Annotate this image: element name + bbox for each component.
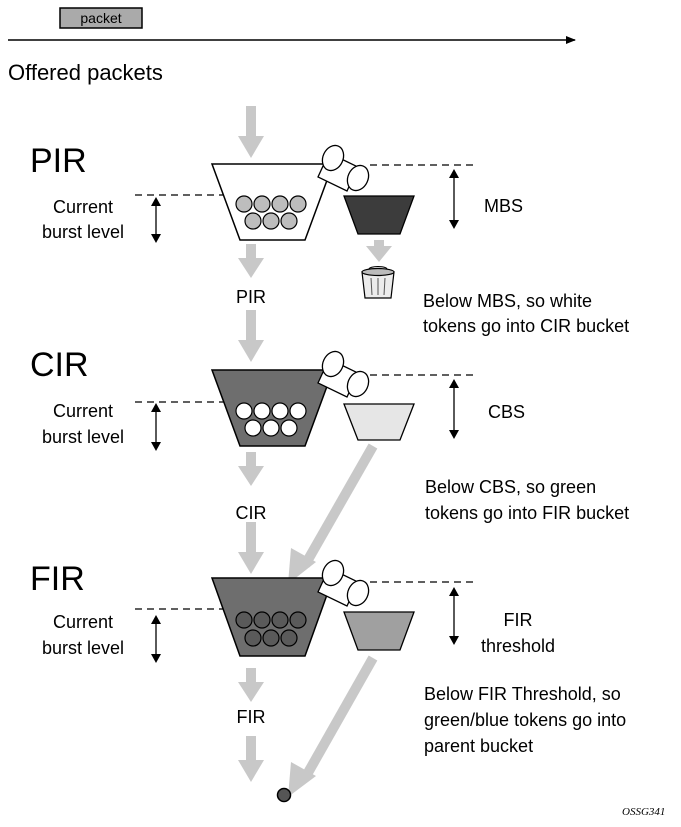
note-line-2: tokens go into CIR bucket — [423, 316, 629, 336]
fir-bucket-tokens — [235, 611, 307, 647]
output-label: PIR — [236, 287, 266, 307]
size-label-line1: FIR — [504, 610, 533, 630]
fir-token-bucket — [343, 611, 415, 651]
current-label-line1: Current — [53, 197, 113, 217]
token-tube-icon — [317, 559, 370, 607]
stage-title: PIR — [30, 142, 87, 180]
note-line-1: Below CBS, so green — [425, 477, 596, 497]
stage-title: FIR — [30, 560, 85, 598]
size-label: CBS — [488, 402, 525, 422]
stage-fir: FIR Current burst level FIR threshold FI… — [30, 559, 626, 756]
mbs-token-bucket — [343, 195, 415, 235]
token-tube-icon — [317, 350, 370, 398]
packet-label: packet — [80, 10, 121, 26]
stage-cir: CIR Current burst level CBS CIR Below CB… — [30, 346, 629, 523]
packet-box: packet — [59, 7, 143, 29]
cbs-token-bucket — [343, 403, 415, 441]
output-token-ball — [276, 787, 292, 803]
flow-arrows — [238, 106, 392, 797]
stage-title: CIR — [30, 346, 89, 384]
current-label-line2: burst level — [42, 427, 124, 447]
note-line-1: Below FIR Threshold, so — [424, 684, 621, 704]
offered-packets-label: Offered packets — [8, 60, 163, 85]
current-label-line1: Current — [53, 401, 113, 421]
note-line-3: parent bucket — [424, 736, 533, 756]
stage-pir: PIR Current burst level MBS — [30, 142, 629, 336]
note-line-1: Below MBS, so white — [423, 291, 592, 311]
pir-bucket-packets — [235, 195, 307, 230]
current-label-line2: burst level — [42, 638, 124, 658]
token-tube-icon — [317, 144, 370, 192]
figure-id: OSSG341 — [622, 806, 665, 818]
output-label: CIR — [236, 503, 267, 523]
cir-bucket-tokens — [235, 402, 307, 437]
current-label-line1: Current — [53, 612, 113, 632]
note-line-2: green/blue tokens go into — [424, 710, 626, 730]
size-label-line2: threshold — [481, 636, 555, 656]
trash-can-icon — [361, 266, 395, 299]
current-label-line2: burst level — [42, 222, 124, 242]
output-label: FIR — [237, 707, 266, 727]
size-label: MBS — [484, 196, 523, 216]
note-line-2: tokens go into FIR bucket — [425, 503, 629, 523]
